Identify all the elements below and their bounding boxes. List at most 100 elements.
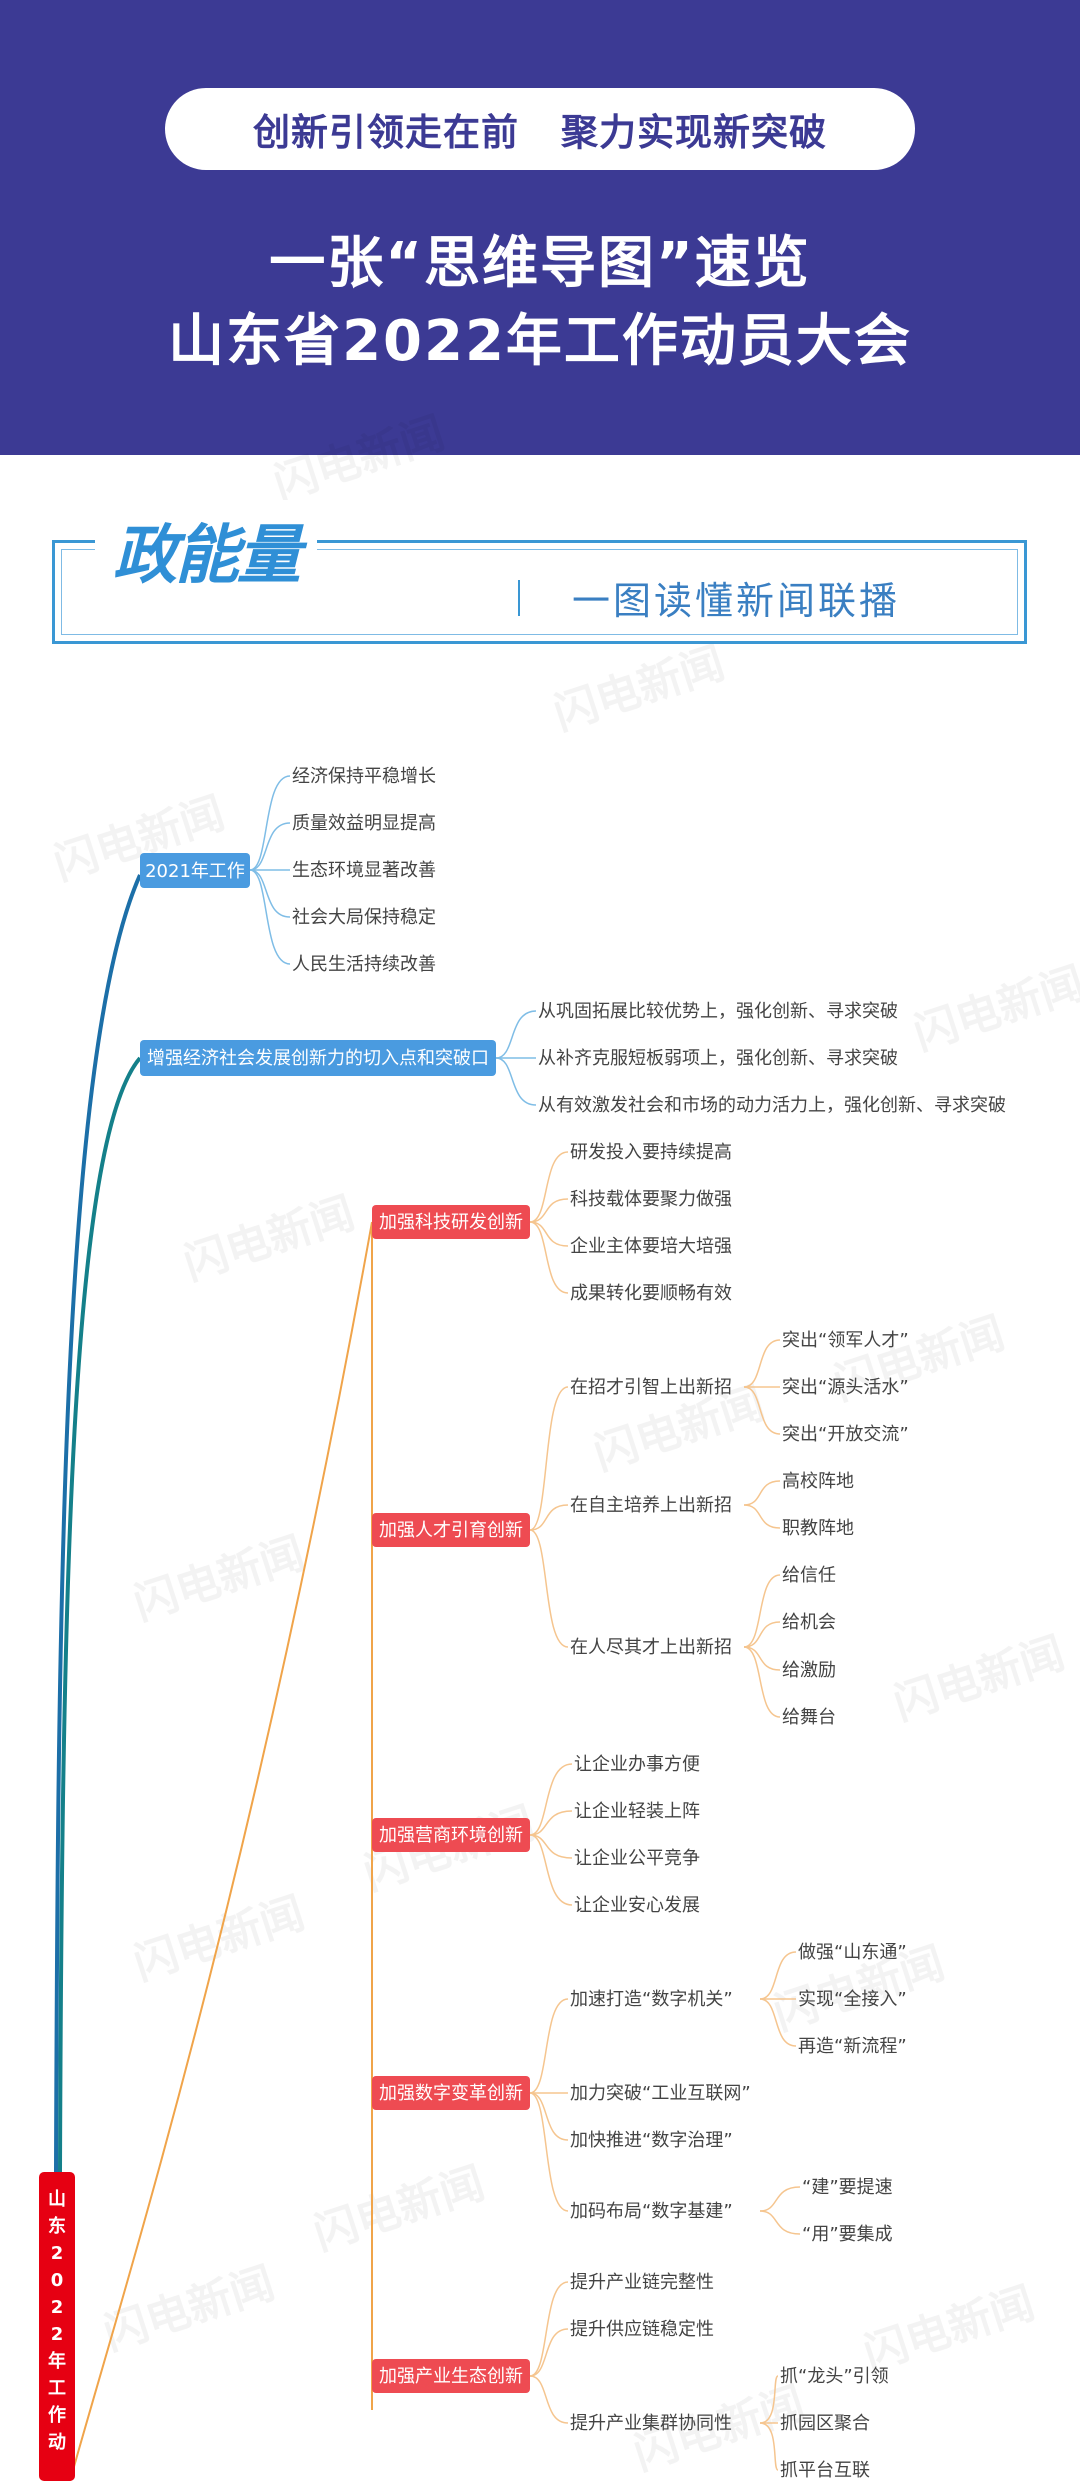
node-industry-label: 加强产业生态创新 xyxy=(379,2366,523,2387)
leaf-talent: 给舞台 xyxy=(782,1707,836,1728)
root-char: 0 xyxy=(50,2270,64,2291)
node-talent xyxy=(372,1513,530,1547)
news-banner-inner xyxy=(61,549,1018,635)
root-char: 年 xyxy=(48,2351,66,2372)
page-title-line2: 山东省2022年工作动员大会 xyxy=(168,309,912,374)
leaf-talent: 突出“领军人才” xyxy=(782,1330,909,1351)
root-node: 山 东 2 0 2 2 年 工 作 动 xyxy=(39,2172,75,2481)
leaf-business: 让企业轻装上阵 xyxy=(574,1801,700,1822)
watermark: 闪电新闻 xyxy=(548,638,731,741)
leaf-2021: 人民生活持续改善 xyxy=(292,954,436,975)
news-banner-frame xyxy=(52,540,1027,644)
root-char: 动 xyxy=(48,2432,66,2453)
leaf-business: 让企业公平竞争 xyxy=(574,1848,700,1869)
leaf-digital: 实现“全接入” xyxy=(798,1989,907,2010)
watermark-layer: 闪电新闻 闪电新闻 闪电新闻 闪电新闻 闪电新闻 闪电新闻 闪电新闻 闪电新闻 … xyxy=(48,408,1080,2481)
leaf-tech: 成果转化要顺畅有效 xyxy=(570,1283,732,1304)
leaf-breakthrough: 从补齐克服短板弱项上，强化创新、寻求突破 xyxy=(538,1048,898,1069)
leaf-talent: 突出“源头活水” xyxy=(782,1377,909,1398)
node-tech-label: 加强科技研发创新 xyxy=(379,1212,523,1233)
node-digital xyxy=(372,2076,530,2110)
branch-talent: 加强人才引育创新 在招才引智上出新招 在自主培养上出新招 在人尽其才上出新招 突… xyxy=(372,1330,909,1728)
node-breakthrough xyxy=(140,1040,496,1076)
banner-subtitle: 一图读懂新闻联播 xyxy=(572,579,901,623)
branch-2021: 2021年工作 经济保持平稳增长 质量效益明显提高 生态环境显著改善 社会大局保… xyxy=(140,766,436,975)
leaf-tech: 研发投入要持续提高 xyxy=(570,1142,732,1163)
subnode-industry: 提升产业集群协同性 xyxy=(570,2413,732,2434)
leaf-talent: 给机会 xyxy=(782,1612,836,1633)
leaf-talent: 突出“开放交流” xyxy=(782,1424,909,1445)
leaf-breakthrough: 从巩固拓展比较优势上，强化创新、寻求突破 xyxy=(538,1001,898,1022)
header-banner: 创新引领走在前 聚力实现新突破 一张“思维导图”速览 山东省2022年工作动员大… xyxy=(0,0,1080,455)
node-breakthrough-label: 增强经济社会发展创新力的切入点和突破口 xyxy=(147,1048,489,1069)
leaf-tech: 科技载体要聚力做强 xyxy=(570,1189,732,1210)
node-tech xyxy=(372,1205,530,1239)
leaf-talent: 职教阵地 xyxy=(782,1518,854,1539)
leaf-digital: 再造“新流程” xyxy=(798,2036,907,2057)
zhengnengliang-logo: 政能量 xyxy=(95,500,317,600)
subnode-talent: 在自主培养上出新招 xyxy=(570,1495,732,1516)
node-talent-label: 加强人才引育创新 xyxy=(379,1520,523,1541)
watermark: 闪电新闻 xyxy=(98,2258,281,2361)
leaf-2021: 生态环境显著改善 xyxy=(292,860,436,881)
watermark: 闪电新闻 xyxy=(178,1188,361,1291)
subnode-digital: 加码布局“数字基建” xyxy=(570,2201,733,2222)
subnode-industry: 提升供应链稳定性 xyxy=(570,2319,714,2340)
node-industry xyxy=(372,2359,530,2393)
slogan-pill: 创新引领走在前 聚力实现新突破 xyxy=(165,88,915,170)
leaf-tech: 企业主体要培大培强 xyxy=(570,1236,732,1257)
subnode-industry: 提升产业链完整性 xyxy=(570,2272,714,2293)
node-business-label: 加强营商环境创新 xyxy=(379,1825,523,1846)
leaf-business: 让企业办事方便 xyxy=(574,1754,700,1775)
root-char: 山 xyxy=(48,2189,66,2210)
leaf-2021: 质量效益明显提高 xyxy=(292,813,436,834)
branch-tech: 加强科技研发创新 研发投入要持续提高 科技载体要聚力做强 企业主体要培大培强 成… xyxy=(372,1142,732,1304)
leaf-industry: 抓“龙头”引领 xyxy=(780,2366,889,2387)
slogan-right: 聚力实现新突破 xyxy=(561,110,827,154)
subnode-digital: 加力突破“工业互联网” xyxy=(570,2083,751,2104)
subnode-digital: 加快推进“数字治理” xyxy=(570,2130,733,2151)
leaf-talent: 给信任 xyxy=(782,1565,836,1586)
root-char: 工 xyxy=(48,2378,66,2399)
branch-digital: 加强数字变革创新 加速打造“数字机关” 加力突破“工业互联网” 加快推进“数字治… xyxy=(372,1942,907,2245)
banner-divider xyxy=(518,580,520,616)
leaf-industry: 抓平台互联 xyxy=(780,2460,870,2481)
slogan-left: 创新引领走在前 xyxy=(253,110,519,154)
subnode-digital: 加速打造“数字机关” xyxy=(570,1989,733,2010)
logo-text: 政能量 xyxy=(113,519,301,593)
node-business xyxy=(372,1818,530,1852)
root-char: 东 xyxy=(48,2216,66,2237)
leaf-industry: 抓园区聚合 xyxy=(780,2413,870,2434)
connector-root-2021 xyxy=(54,874,142,2173)
leaf-business: 让企业安心发展 xyxy=(574,1895,700,1916)
leaf-talent: 高校阵地 xyxy=(782,1471,854,1492)
leaf-2021: 经济保持平稳增长 xyxy=(292,766,436,787)
watermark: 闪电新闻 xyxy=(908,958,1080,1061)
page-title-line1: 一张“思维导图”速览 xyxy=(269,231,811,296)
node-digital-label: 加强数字变革创新 xyxy=(379,2083,523,2104)
node-2021-work xyxy=(140,853,250,888)
branch-industry: 加强产业生态创新 提升产业链完整性 提升供应链稳定性 提升产业集群协同性 抓“龙… xyxy=(372,2272,889,2481)
watermark: 闪电新闻 xyxy=(128,1528,311,1631)
leaf-digital: “用”要集成 xyxy=(802,2224,893,2245)
root-char: 2 xyxy=(50,2324,64,2345)
leaf-digital: “建”要提速 xyxy=(802,2177,893,2198)
watermark: 闪电新闻 xyxy=(888,1628,1071,1731)
subnode-talent: 在人尽其才上出新招 xyxy=(570,1637,732,1658)
connector-root-orange xyxy=(69,1221,373,2481)
watermark: 闪电新闻 xyxy=(268,408,451,511)
watermark: 闪电新闻 xyxy=(308,2158,491,2261)
root-char: 作 xyxy=(48,2405,66,2426)
branch-business: 加强营商环境创新 让企业办事方便 让企业轻装上阵 让企业公平竞争 让企业安心发展 xyxy=(372,1754,700,1916)
leaf-breakthrough: 从有效激发社会和市场的动力活力上，强化创新、寻求突破 xyxy=(538,1095,1006,1116)
root-char: 2 xyxy=(50,2297,64,2318)
connector-root-breakthrough xyxy=(58,1056,142,2173)
leaf-2021: 社会大局保持稳定 xyxy=(292,907,436,928)
leaf-talent: 给激励 xyxy=(782,1660,836,1681)
root-char: 2 xyxy=(50,2243,64,2264)
leaf-digital: 做强“山东通” xyxy=(798,1942,907,1963)
branch-breakthrough: 增强经济社会发展创新力的切入点和突破口 从巩固拓展比较优势上，强化创新、寻求突破… xyxy=(140,1001,1006,1116)
node-2021-work-label: 2021年工作 xyxy=(145,861,245,882)
subnode-talent: 在招才引智上出新招 xyxy=(570,1377,732,1398)
